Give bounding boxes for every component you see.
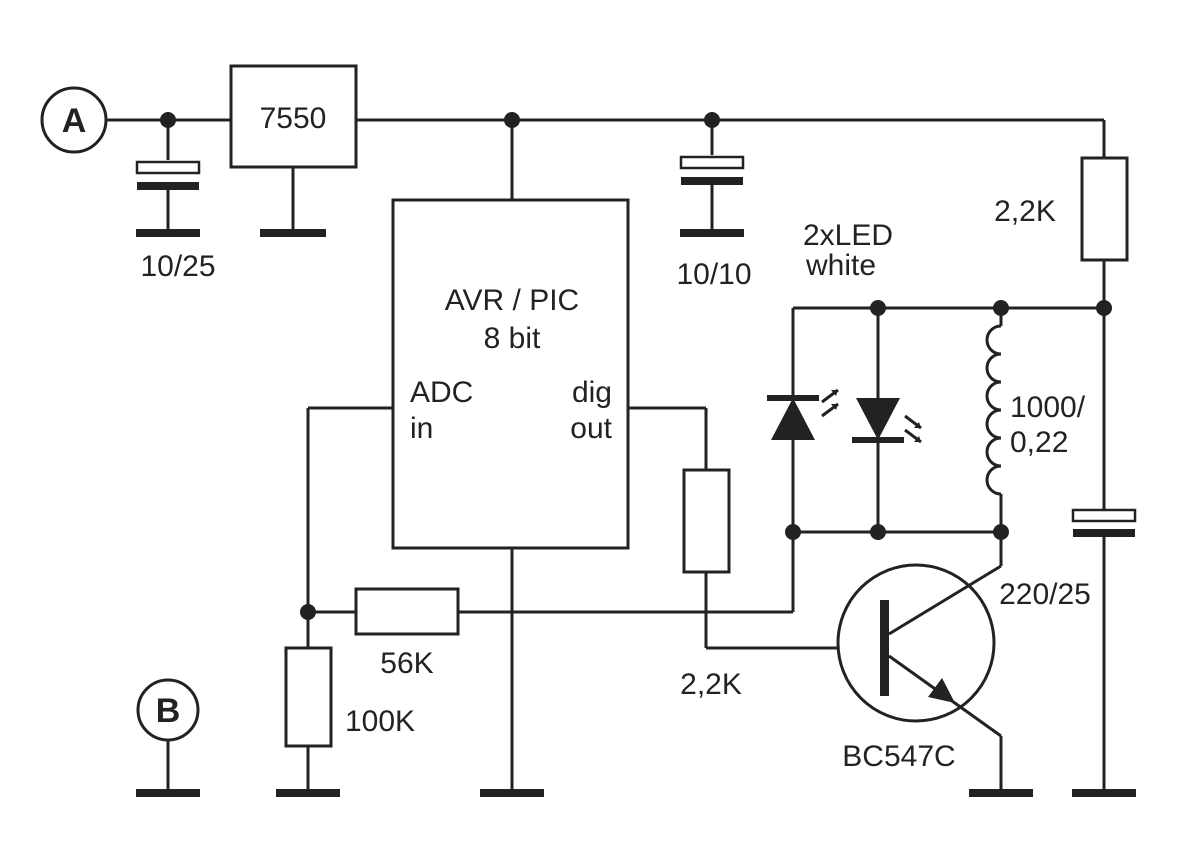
transistor-base-bar	[880, 600, 889, 696]
emission-arrowhead	[831, 404, 838, 410]
terminal-a: A	[40, 86, 108, 154]
junction-dots	[160, 112, 1112, 620]
ground-bar	[136, 229, 200, 237]
resistor-base-label: 2,2K	[680, 668, 742, 701]
mcu-dig-label-line2: out	[570, 412, 612, 445]
regulator-box	[229, 64, 358, 169]
resistor-pullup-label: 2,2K	[994, 195, 1056, 228]
leds-label-line1: 2xLED	[803, 219, 893, 252]
capacitor-plate-positive	[679, 155, 745, 170]
led-1	[767, 388, 839, 440]
mcu-adc-label-line1: ADC	[410, 376, 473, 409]
resistor-pullup-body	[1080, 156, 1129, 262]
led-2-cathode-bar	[852, 437, 904, 443]
capacitor-storage: 220/25	[999, 508, 1137, 611]
resistor-divider-top: 56K	[354, 587, 460, 680]
emission-arrowhead	[831, 390, 838, 396]
transistor-collector	[888, 564, 1002, 636]
resistor-divider-bottom-label: 100K	[345, 705, 415, 738]
ground-bar	[276, 789, 340, 797]
capacitor-plate-negative	[1073, 529, 1135, 537]
ground-bar	[480, 789, 544, 797]
light-emission-icon	[904, 414, 922, 444]
terminal-b-label: B	[156, 692, 181, 730]
ground-bar	[969, 789, 1033, 797]
terminal-a-label: A	[62, 102, 87, 140]
junction-dot	[704, 112, 720, 128]
junction-dot	[1096, 300, 1112, 316]
ground-bar	[136, 789, 200, 797]
junction-dot	[870, 300, 886, 316]
resistor-base: 2,2K	[680, 468, 742, 701]
transistor-label: BC547C	[842, 740, 955, 773]
led-2	[852, 398, 922, 444]
junction-dot	[993, 300, 1009, 316]
regulator-label: 7550	[260, 102, 327, 135]
capacitor-storage-label: 220/25	[999, 578, 1091, 611]
capacitor-input: 10/25	[135, 160, 216, 283]
resistor-divider-bottom: 100K	[284, 646, 415, 748]
emission-arrowhead	[914, 436, 921, 442]
junction-dot	[870, 524, 886, 540]
mcu-adc-label-line2: in	[410, 412, 433, 445]
junction-dot	[300, 604, 316, 620]
junction-dot	[785, 524, 801, 540]
capacitor-plate-positive	[1071, 508, 1137, 523]
mcu-dig-label-line1: dig	[572, 376, 612, 409]
inductor-coil	[985, 324, 1002, 496]
capacitor-output: 10/10	[676, 155, 752, 291]
junction-dot	[504, 112, 520, 128]
inductor-label-line1: 1000/	[1010, 391, 1086, 424]
resistor-base-body	[682, 468, 731, 574]
capacitor-plate-positive	[135, 160, 201, 175]
terminal-b: B	[136, 678, 200, 742]
resistor-divider-top-body	[354, 587, 460, 636]
mcu-title-line1: AVR / PIC	[445, 284, 579, 317]
capacitor-input-label: 10/25	[140, 250, 215, 283]
junction-dot	[160, 112, 176, 128]
ground-bar	[680, 229, 744, 237]
light-emission-icon	[821, 388, 839, 418]
junction-dot	[993, 524, 1009, 540]
ground-bar	[260, 229, 326, 237]
transistor-emitter-arrow	[928, 678, 955, 703]
mcu-box	[391, 198, 630, 550]
transistor-envelope	[836, 563, 996, 723]
ground-bar	[1072, 789, 1136, 797]
capacitor-plate-negative	[137, 182, 199, 190]
capacitor-output-label: 10/10	[676, 258, 751, 291]
mcu-title-line2: 8 bit	[484, 322, 541, 355]
ground-symbols	[136, 229, 1136, 797]
leds-label-line2: white	[805, 249, 876, 282]
voltage-regulator: 7550	[229, 64, 358, 169]
inductor-label-line2: 0,22	[1010, 426, 1068, 459]
resistor-pullup: 2,2K	[994, 156, 1129, 262]
terminal-b-circle	[136, 678, 200, 742]
led-2-triangle	[856, 398, 900, 440]
led-1-triangle	[771, 398, 815, 440]
capacitor-plate-negative	[681, 177, 743, 185]
resistor-divider-bottom-body	[284, 646, 333, 748]
inductor: 1000/ 0,22	[985, 324, 1086, 496]
microcontroller: AVR / PIC 8 bit ADC in dig out	[391, 198, 630, 550]
emission-arrowhead	[914, 422, 921, 428]
resistor-divider-top-label: 56K	[380, 647, 433, 680]
npn-transistor: BC547C	[836, 563, 1002, 773]
terminal-a-circle	[40, 86, 108, 154]
led-1-cathode-bar	[767, 395, 819, 401]
